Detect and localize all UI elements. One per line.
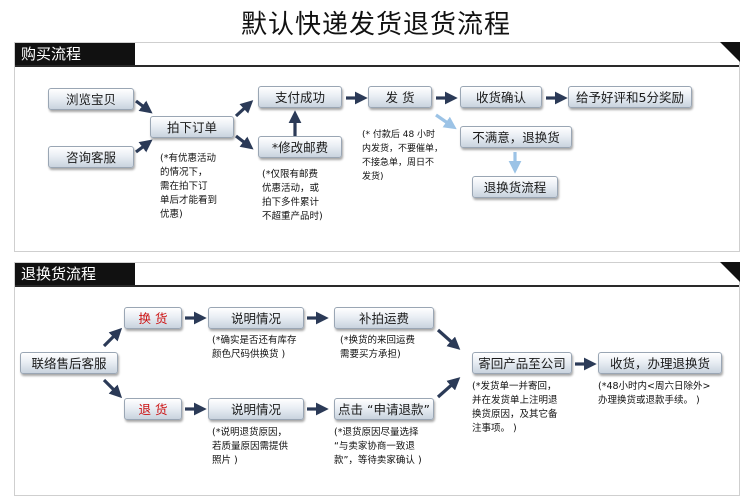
arrow-ship-to-unsatisfied (435, 113, 457, 130)
arrow-order-to-modify (235, 134, 254, 150)
page-title: 默认快递发货退货流程 (240, 10, 511, 40)
arrow-consult-to-order (135, 139, 153, 154)
arrow-order-to-pay (234, 100, 254, 118)
arrow-contact-to-refund (102, 378, 123, 399)
explain-exchange-button[interactable]: 说明情况 (208, 307, 304, 329)
ship-button[interactable]: 发 货 (368, 86, 432, 108)
purchase-header-rule (15, 65, 739, 67)
corner-arrow-icon (720, 42, 740, 62)
exchange-button[interactable]: 换 货 (124, 307, 182, 329)
confirm-receipt-button[interactable]: 收货确认 (460, 86, 542, 108)
consult-service-button[interactable]: 咨询客服 (48, 146, 134, 168)
modify-postage-button[interactable]: *修改邮费 (258, 136, 342, 158)
ship-note: (* 付款后 48 小时内发货，不要催单，不接急单，周日不发货) (362, 130, 444, 182)
pay-shipping-button[interactable]: 补拍运费 (334, 307, 434, 329)
place-order-button[interactable]: 拍下订单 (150, 116, 234, 138)
praise-reward-button[interactable]: 给予好评和5分奖励 (568, 86, 692, 108)
postage-note: (*仅限有邮费优惠活动，或拍下多件累计不超重产品时) (262, 169, 323, 222)
receive-note: (*48小时内<周六日除外>办理换货或退款手续。 ) (598, 381, 711, 406)
exchange-note: (*确实是否还有库存颜色尺码供换货 ) (212, 335, 297, 360)
returns-header-rule (15, 285, 739, 287)
receive-process-button[interactable]: 收货，办理退换货 (598, 352, 722, 374)
returns-section: 退换货流程 (14, 262, 740, 496)
exchange-flow-button[interactable]: 退换货流程 (472, 176, 558, 198)
unsatisfied-return-button[interactable]: 不满意，退换货 (460, 126, 572, 148)
explain-refund-button[interactable]: 说明情况 (208, 398, 304, 420)
arrow-apply-to-send (436, 377, 461, 399)
purchase-section: 购买流程 (14, 42, 740, 252)
arrow-contact-to-exchange (102, 327, 123, 348)
send-back-note: (*发货单一并寄回，并在发货单上注明退换货原因，及其它备注事项。 ) (472, 381, 558, 434)
order-note: (*有优惠活动的情况下，需在拍下订单后才能看到优惠) (160, 153, 218, 220)
shipping-note: (*换货的来回运费需要买方承担) (340, 335, 415, 360)
arrow-browse-to-order (135, 99, 153, 114)
arrow-shipping-to-send (436, 328, 461, 350)
pay-success-button[interactable]: 支付成功 (258, 86, 342, 108)
refund-apply-note: (*退货原因尽量选择“与卖家协商一致退款”，等待卖家确认 ) (334, 427, 422, 466)
browse-item-button[interactable]: 浏览宝贝 (48, 88, 134, 110)
send-back-button[interactable]: 寄回产品至公司 (472, 352, 572, 374)
refund-reason-note: (*说明退货原因，若质量原因需提供照片 ) (212, 427, 289, 466)
purchase-section-header: 购买流程 (15, 43, 135, 65)
returns-section-header: 退换货流程 (15, 263, 135, 285)
contact-aftersales-button[interactable]: 联络售后客服 (20, 352, 118, 374)
corner-arrow-icon (720, 262, 740, 282)
apply-refund-button[interactable]: 点击 “申请退款” (334, 398, 434, 420)
refund-button[interactable]: 退 货 (124, 398, 182, 420)
